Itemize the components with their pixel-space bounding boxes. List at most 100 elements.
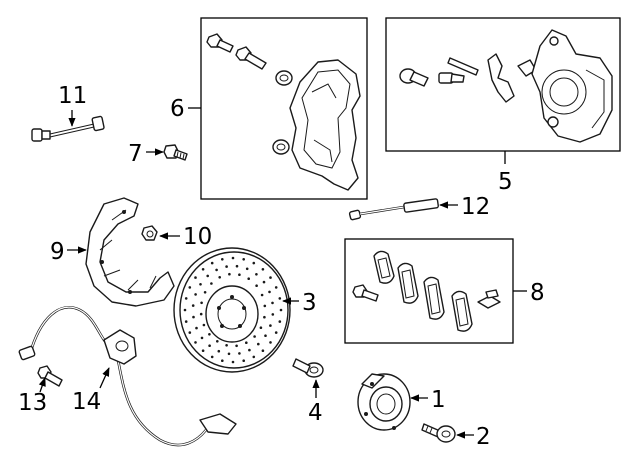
- rotor-drill-hole: [279, 308, 283, 312]
- rotor-drill-hole: [216, 340, 219, 343]
- rotor-drill-hole: [274, 286, 278, 289]
- rotor-drill-hole: [208, 344, 211, 348]
- caliper-bleeder-screw[interactable]: [399, 68, 429, 87]
- rotor-drill-hole: [184, 320, 188, 323]
- rotor-drill-hole: [188, 331, 192, 334]
- rotor-drill-hole: [261, 268, 265, 271]
- rotor-drill-hole: [228, 272, 231, 276]
- callout-14: 14: [72, 389, 101, 415]
- rotor-drill-hole: [200, 336, 204, 340]
- rotor-drill-hole: [188, 286, 192, 289]
- rotor-drill-hole: [221, 258, 224, 261]
- rotor-drill-hole: [194, 341, 197, 344]
- callout-8: 8: [530, 280, 545, 306]
- rotor-drill-hole: [238, 352, 241, 355]
- callout-6: 6: [170, 96, 185, 122]
- callout-5: 5: [498, 169, 513, 195]
- part-9-splash-shield[interactable]: [85, 197, 175, 307]
- leader-14: [99, 367, 110, 389]
- rotor-drill-hole: [192, 315, 195, 319]
- rotor-drill-hole: [210, 355, 214, 359]
- brake-pad-4[interactable]: [451, 290, 473, 332]
- rotor-drill-hole: [245, 341, 248, 345]
- part-4-screw[interactable]: [292, 358, 324, 378]
- callout-1: 1: [431, 387, 446, 413]
- bracket-bolt-lower[interactable]: [235, 46, 267, 70]
- part-7-bolt[interactable]: [163, 144, 188, 161]
- rotor-drill-hole: [255, 273, 258, 276]
- pad-clip[interactable]: [477, 289, 501, 309]
- rotor-drill-hole: [199, 283, 202, 286]
- rotor-drill-hole: [252, 355, 256, 359]
- callout-3: 3: [302, 290, 317, 316]
- rotor-drill-hole: [202, 323, 206, 327]
- callout-4: 4: [308, 400, 323, 426]
- rotor-drill-hole: [183, 308, 187, 312]
- brake-pad-1[interactable]: [373, 250, 395, 284]
- part-2-hub-bolt[interactable]: [421, 423, 456, 443]
- rotor-drill-hole: [227, 352, 231, 356]
- rotor-drill-hole: [225, 344, 228, 347]
- part-12-wear-sensor[interactable]: [348, 198, 439, 221]
- rotor-drill-hole: [201, 268, 205, 271]
- rotor-drill-hole: [221, 359, 224, 363]
- rotor-drill-hole: [206, 274, 209, 278]
- caliper-group-box: [385, 17, 621, 152]
- part-6-caliper-bracket[interactable]: [206, 33, 361, 191]
- rotor-drill-hole: [194, 276, 197, 279]
- rotor-drill-hole: [242, 359, 245, 363]
- rotor-drill-hole: [210, 261, 214, 265]
- rotor-drill-hole: [194, 293, 197, 296]
- part-1-wheel-hub[interactable]: [357, 373, 411, 431]
- rotor-drill-hole: [218, 276, 221, 279]
- rotor-drill-hole: [248, 348, 251, 352]
- bracket-bolt-upper[interactable]: [206, 33, 234, 53]
- caliper-guide-bolt[interactable]: [438, 72, 465, 84]
- rotor-drill-hole: [268, 290, 271, 294]
- rotor-drill-hole: [274, 331, 278, 334]
- rotor-drill-hole: [200, 301, 203, 305]
- rotor-drill-hole: [238, 273, 241, 277]
- leader-13: [38, 377, 46, 393]
- rotor-drill-hole: [231, 360, 235, 364]
- rotor-drill-hole: [199, 312, 203, 316]
- rotor-drill-hole: [255, 284, 258, 288]
- callout-10: 10: [183, 224, 212, 250]
- part-14-abs-sensor[interactable]: [18, 305, 237, 447]
- callout-7: 7: [128, 141, 143, 167]
- part-10-bolt[interactable]: [141, 225, 158, 241]
- rotor-drill-hole: [257, 342, 260, 346]
- caliper-clip[interactable]: [487, 53, 515, 103]
- rotor-drill-hole: [201, 349, 205, 353]
- brake-pad-2[interactable]: [397, 262, 419, 304]
- rotor-drill-hole: [262, 280, 266, 284]
- part-3-brake-rotor[interactable]: [173, 247, 291, 373]
- callout-9: 9: [50, 239, 65, 265]
- callout-2: 2: [476, 424, 491, 450]
- rotor-drill-hole: [278, 320, 282, 323]
- part-8-brake-pads[interactable]: [352, 250, 501, 332]
- callout-13: 13: [18, 390, 47, 416]
- rotor-drill-hole: [217, 349, 221, 353]
- rotor-drill-hole: [231, 256, 235, 260]
- rotor-drill-hole: [215, 268, 218, 272]
- rotor-drill-hole: [260, 293, 264, 297]
- caliper-pin[interactable]: [447, 57, 479, 76]
- rotor-drill-hole: [247, 277, 250, 281]
- rotor-drill-hole: [263, 304, 267, 308]
- rotor-drill-hole: [242, 258, 245, 261]
- rotor-drill-hole: [253, 335, 256, 338]
- rotor-drill-hole: [271, 301, 274, 305]
- rotor-drill-hole: [203, 291, 207, 294]
- part-11-guide-pin[interactable]: [31, 115, 105, 142]
- rotor-drill-hole: [195, 326, 198, 330]
- pad-bolt[interactable]: [352, 284, 379, 302]
- rotor-drill-hole: [184, 297, 188, 300]
- brake-pad-3[interactable]: [423, 276, 445, 320]
- rotor-drill-hole: [269, 324, 272, 327]
- rotor-drill-hole: [191, 304, 195, 307]
- part-13-bolt[interactable]: [37, 365, 63, 387]
- rotor-drill-hole: [269, 341, 272, 344]
- part-5-caliper[interactable]: [399, 29, 613, 143]
